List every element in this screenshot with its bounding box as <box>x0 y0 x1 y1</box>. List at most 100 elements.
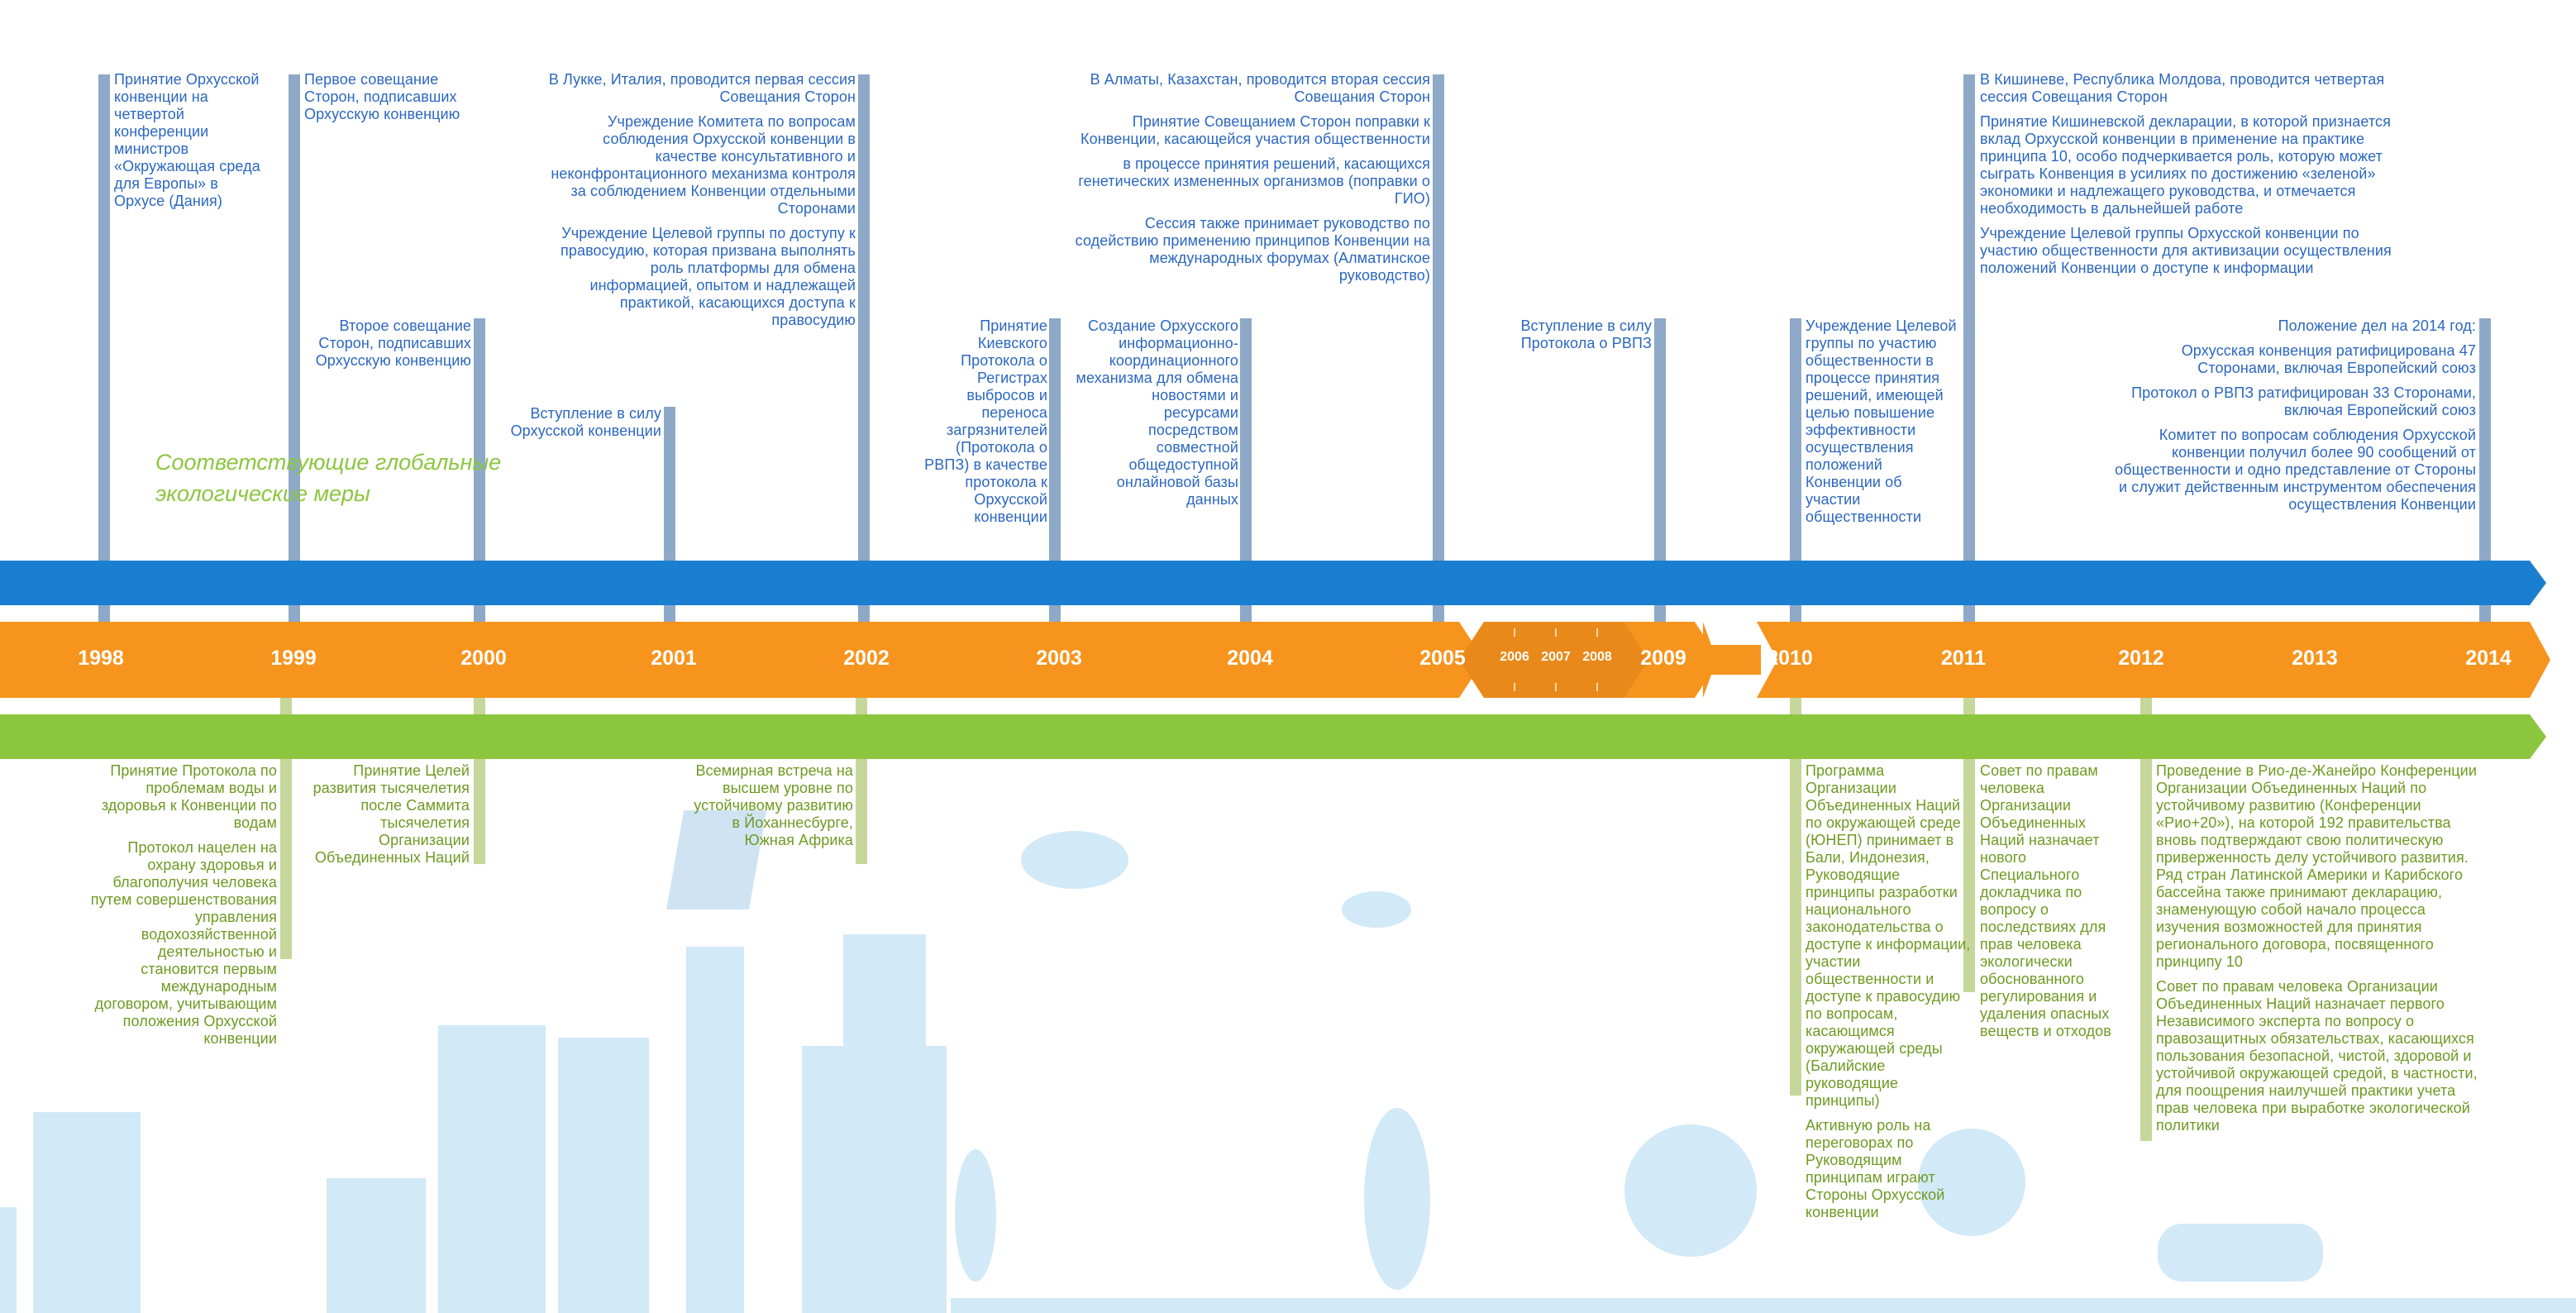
event-paragraph: Сессия также принимает руководство по со… <box>1075 215 1430 284</box>
building <box>686 947 744 1313</box>
tree <box>1624 1124 1757 1257</box>
bottom-event-note-1999: Принятие Протокола по проблемам воды и з… <box>83 762 277 1055</box>
cloud <box>1021 831 1128 889</box>
skyline-illustration <box>0 831 2576 1313</box>
top-event-note-2014: Положение дел на 2014 год:Орхусская конв… <box>2108 318 2476 521</box>
stalk-e2004 <box>1240 318 1252 637</box>
building <box>558 1038 649 1313</box>
year-label-2002: 2002 <box>843 647 890 670</box>
year-label-2001: 2001 <box>651 647 697 670</box>
event-paragraph: Учреждение Целевой группы по участию общ… <box>1806 318 1957 525</box>
top-event-note-2004: Создание Орхусского информационно-коорди… <box>1075 318 1238 516</box>
year-label-2004: 2004 <box>1227 647 1273 670</box>
stalk-e1998 <box>98 74 110 637</box>
global-measures-label: Соответствующие глобальные экологические… <box>155 450 502 506</box>
event-paragraph: Учреждение Целевой группы Орхусской конв… <box>1980 225 2392 276</box>
event-paragraph: Активную роль на переговорах по Руководя… <box>1806 1117 1945 1220</box>
solar-panel <box>666 810 767 910</box>
event-paragraph: Всемирная встреча на высшем уровне по ус… <box>694 762 853 848</box>
stalk-e2002 <box>858 74 870 637</box>
year-label-2010: 2010 <box>1767 647 1813 670</box>
event-paragraph: В Лукке, Италия, проводится первая сесси… <box>548 71 856 105</box>
event-paragraph: Принятие Совещанием Сторон поправки к Ко… <box>1080 113 1430 147</box>
year-label-2003: 2003 <box>1036 647 1082 670</box>
top-event-note-2003: Принятие Киевского Протокола о Регистрах… <box>918 318 1047 533</box>
year-label-2013: 2013 <box>2292 647 2338 670</box>
year-label-2011: 2011 <box>1940 647 1987 670</box>
year-label-2014: 2014 <box>2465 647 2512 670</box>
orange-bar <box>0 622 2550 698</box>
building <box>802 1046 947 1313</box>
event-paragraph: Протокол о РВПЗ ратифицирован 33 Сторона… <box>2131 384 2476 418</box>
year-label-2008: 2008 <box>1582 650 1612 664</box>
event-paragraph: Проведение в Рио-де-Жанейро Конференции … <box>2156 762 2477 970</box>
building <box>843 934 926 1050</box>
bottom-event-note-2012: Проведение в Рио-де-Жанейро Конференции … <box>2156 762 2483 1142</box>
event-paragraph: Вступление в силу Орхусской конвенции <box>510 405 661 439</box>
event-paragraph: Программа Организации Объединенных Наций… <box>1806 762 1971 1109</box>
top-event-stalks <box>98 74 2491 637</box>
year-label-1998: 1998 <box>78 647 124 670</box>
event-paragraph: Комитет по вопросам соблюдения Орхусской… <box>2115 427 2476 513</box>
top-event-note-2002: В Лукке, Италия, проводится первая сесси… <box>546 71 856 337</box>
event-paragraph: в процессе принятия решений, касающихся … <box>1078 155 1430 207</box>
event-paragraph: Совет по правам человека Организации Объ… <box>1980 762 2111 1039</box>
event-paragraph: В Кишиневе, Республика Молдова, проводит… <box>1980 71 2385 105</box>
year-label-2000: 2000 <box>460 647 507 670</box>
year-label-2006: 2006 <box>1500 650 1529 664</box>
event-paragraph: Вступление в силу Протокола о РВПЗ <box>1520 318 1652 351</box>
tree <box>1918 1129 2025 1236</box>
stalk-g2002 <box>856 686 867 864</box>
event-paragraph: Принятие Киевского Протокола о Регистрах… <box>924 318 1047 525</box>
year-ticks <box>1514 628 1598 691</box>
bottom-event-note-2000: Принятие Целей развития тысячелетия посл… <box>306 762 470 874</box>
top-event-note-2001: Вступление в силу Орхусской конвенции <box>496 405 661 447</box>
year-label-2005: 2005 <box>1419 647 1466 670</box>
cloud <box>1342 891 1411 928</box>
event-paragraph: Учреждение Целевой группы по доступу к п… <box>561 225 856 328</box>
event-paragraph: Принятие Протокола по проблемам воды и з… <box>101 762 277 831</box>
event-paragraph: Принятие Кишиневской декларации, в котор… <box>1980 113 2391 217</box>
top-event-note-2011: В Кишиневе, Республика Молдова, проводит… <box>1980 71 2418 284</box>
blue-bar <box>0 561 2546 605</box>
bottom-event-note-2010: Программа Организации Объединенных Наций… <box>1806 762 1971 1229</box>
top-event-note-1998: Принятие Орхусской конвенции на четверто… <box>114 71 271 217</box>
green-bar <box>0 714 2546 759</box>
stalk-e2009 <box>1654 318 1666 637</box>
stalk-e2005 <box>1433 74 1444 637</box>
building <box>0 1207 17 1313</box>
building <box>33 1112 141 1313</box>
ground <box>951 1298 2576 1313</box>
year-label-1999: 1999 <box>270 647 317 670</box>
stalk-g2011 <box>1963 686 1975 992</box>
year-label-2009: 2009 <box>1640 647 1686 670</box>
stalk-g2010 <box>1790 686 1801 1096</box>
stalk-e2003 <box>1049 318 1061 637</box>
bottom-event-note-2011: Совет по правам человека Организации Объ… <box>1980 762 2125 1048</box>
event-paragraph: Учреждение Комитета по вопросам соблюден… <box>551 113 856 217</box>
top-event-note-1999: Первое совещание Сторон, подписавших Орх… <box>304 71 470 131</box>
stalk-e2010 <box>1790 318 1801 637</box>
stalk-e2000 <box>474 318 485 637</box>
event-paragraph: Создание Орхусского информационно-коорди… <box>1076 318 1238 508</box>
event-paragraph: Протокол нацелен на охрану здоровья и бл… <box>90 839 277 1047</box>
car <box>2158 1224 2323 1282</box>
event-paragraph: Принятие Целей развития тысячелетия посл… <box>312 762 470 866</box>
bottom-event-note-2002: Всемирная встреча на высшем уровне по ус… <box>686 762 853 857</box>
event-paragraph: Первое совещание Сторон, подписавших Орх… <box>304 71 460 122</box>
event-paragraph: Положение дел на 2014 год: <box>2278 318 2476 334</box>
tree <box>1364 1108 1430 1290</box>
event-paragraph: Совет по правам человека Организации Объ… <box>2156 978 2478 1134</box>
event-paragraph: Принятие Орхусской конвенции на четверто… <box>114 71 260 209</box>
year-label-2012: 2012 <box>2118 647 2164 670</box>
orange-gap-segment <box>1459 622 1649 698</box>
event-paragraph: Второе совещание Сторон, подписавших Орх… <box>315 318 471 369</box>
stalk-e1999 <box>289 74 300 637</box>
top-event-note-2005: В Алматы, Казахстан, проводится вторая с… <box>1075 71 1430 292</box>
stalk-g2000 <box>474 686 485 864</box>
top-event-note-2000: Второе совещание Сторон, подписавших Орх… <box>298 318 471 377</box>
stalk-g2012 <box>2140 686 2152 1141</box>
year-label-2007: 2007 <box>1541 650 1571 664</box>
stalk-e2011 <box>1963 74 1975 637</box>
